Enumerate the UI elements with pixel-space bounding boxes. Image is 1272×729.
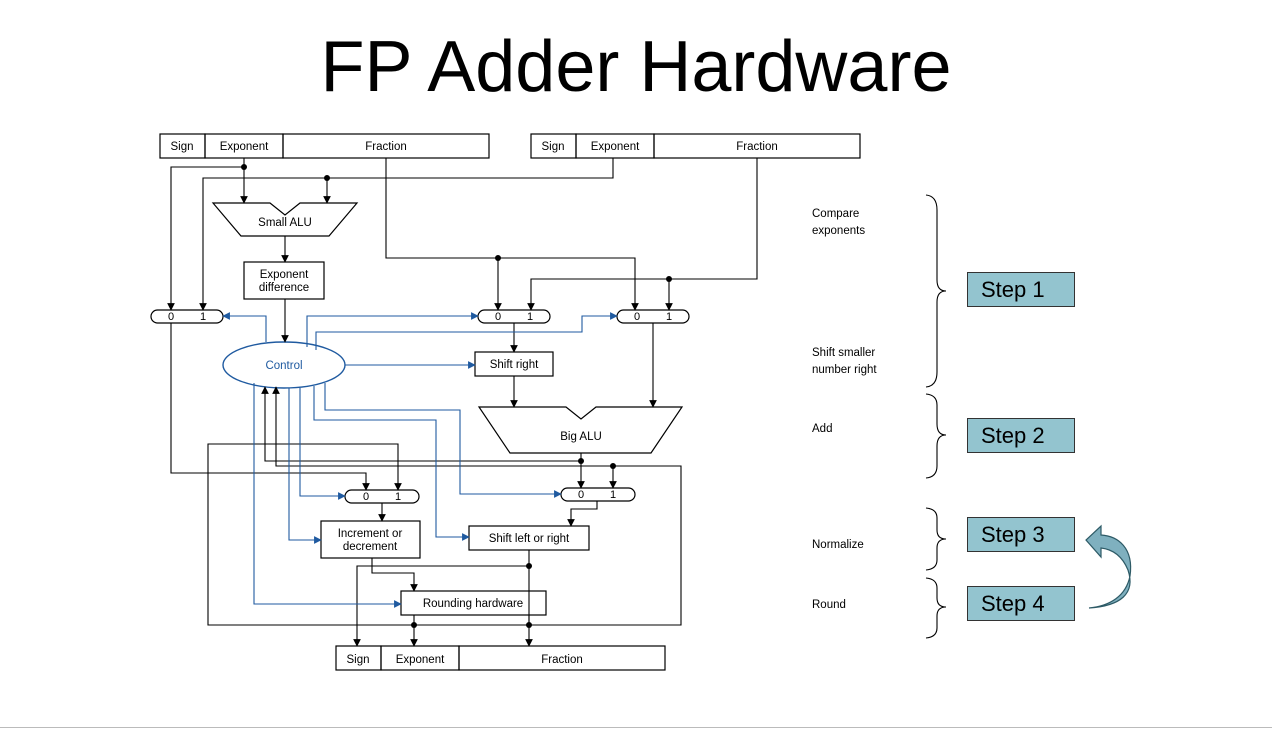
shift-lr-label: Shift left or right (489, 533, 570, 545)
step-1-box: Step 1 (967, 272, 1075, 307)
step-3-label: Step 3 (981, 522, 1045, 547)
step-3-box: Step 3 (967, 517, 1075, 552)
loop-back-arrow-icon (1085, 524, 1132, 609)
mux-exponent-1: 1 (200, 311, 206, 323)
small-alu-label: Small ALU (258, 217, 312, 229)
mux-norm-frac-1: 1 (610, 489, 616, 501)
big-alu-label: Big ALU (560, 431, 602, 443)
stage-normalize: Normalize (812, 539, 864, 551)
mux-normalize-fraction: 0 1 (560, 487, 636, 502)
stage-braces (925, 194, 947, 639)
mux-fraction-small-1: 1 (527, 311, 533, 323)
rounding-label: Rounding hardware (423, 598, 523, 610)
mux-norm-exp-0: 0 (363, 491, 369, 503)
step-4-label: Step 4 (981, 591, 1045, 616)
mux-fraction-small-0: 0 (495, 311, 501, 323)
inc-dec-line2: decrement (343, 541, 398, 553)
exp-diff-line1: Exponent (260, 269, 309, 281)
stage-round: Round (812, 599, 846, 611)
output-register (335, 645, 666, 671)
mux-normalize-exponent: 0 1 (344, 489, 420, 504)
mux-norm-exp-1: 1 (395, 491, 401, 503)
reg-b-sign: Sign (541, 141, 564, 153)
step-4-box: Step 4 (967, 586, 1075, 621)
reg-a-sign: Sign (170, 141, 193, 153)
stage-compare-2: exponents (812, 225, 865, 237)
junction-dots (241, 164, 672, 628)
stage-shift-1: Shift smaller (812, 347, 875, 359)
stage-compare-1: Compare (812, 208, 859, 220)
step-1-label: Step 1 (981, 277, 1045, 302)
slide-bottom-rule (0, 727, 1272, 728)
out-sign: Sign (346, 654, 369, 666)
reg-a-exponent: Exponent (220, 141, 269, 153)
step-2-label: Step 2 (981, 423, 1045, 448)
input-register-b (530, 133, 861, 159)
mux-exponent-0: 0 (168, 311, 174, 323)
mux-fraction-small: 0 1 (477, 309, 551, 324)
mux-exponent: 0 1 (150, 309, 224, 324)
stage-shift-2: number right (812, 364, 877, 376)
mux-fraction-large-1: 1 (666, 311, 672, 323)
mux-fraction-large-0: 0 (634, 311, 640, 323)
inc-dec-line1: Increment or (338, 528, 403, 540)
step-2-box: Step 2 (967, 418, 1075, 453)
stage-add: Add (812, 423, 832, 435)
exp-diff-line2: difference (259, 282, 309, 294)
mux-fraction-large: 0 1 (616, 309, 690, 324)
out-fraction: Fraction (541, 654, 583, 666)
mux-norm-frac-0: 0 (578, 489, 584, 501)
data-wires (167, 158, 758, 647)
reg-a-fraction: Fraction (365, 141, 407, 153)
out-exponent: Exponent (396, 654, 445, 666)
reg-b-exponent: Exponent (591, 141, 640, 153)
input-register-a (159, 133, 490, 159)
control-wires (222, 312, 618, 608)
reg-b-fraction: Fraction (736, 141, 778, 153)
control-label: Control (265, 360, 302, 372)
big-alu (477, 406, 684, 454)
slide-title: FP Adder Hardware (320, 27, 952, 107)
shift-right-label: Shift right (490, 359, 539, 371)
